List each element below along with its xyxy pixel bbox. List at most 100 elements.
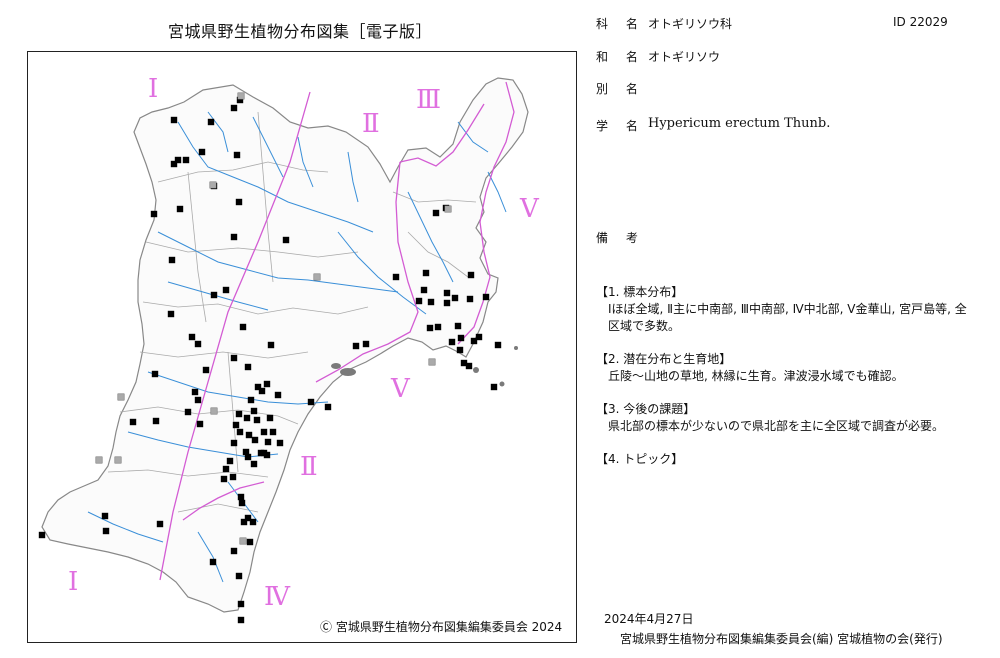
potential-distribution-marker: [239, 537, 247, 545]
specimen-marker: [457, 334, 465, 342]
region-boundaries: [159, 81, 515, 581]
potential-distribution-marker: [428, 358, 436, 366]
municipal-boundaries: [107, 111, 477, 513]
note-specimen-distribution: 【1. 標本分布】 Ⅰほぼ全域, Ⅱ主に中南部, Ⅲ中南部, Ⅳ中北部, Ⅴ金華…: [596, 284, 976, 335]
specimen-marker: [456, 346, 464, 354]
specimen-marker: [235, 410, 243, 418]
specimen-marker: [176, 205, 184, 213]
specimen-marker: [253, 416, 261, 424]
map-title: 宮城県野生植物分布図集［電子版］: [167, 22, 432, 41]
potential-distribution-marker: [117, 393, 125, 401]
specimen-marker: [243, 414, 251, 422]
potential-distribution-marker: [210, 407, 218, 415]
specimen-marker: [266, 414, 274, 422]
specimen-marker: [239, 323, 247, 331]
specimen-marker: [482, 293, 490, 301]
specimen-marker: [230, 104, 238, 112]
japanese-name-label: 和 名: [596, 50, 645, 64]
specimen-marker: [432, 209, 440, 217]
distribution-map: Ⅰ Ⅱ Ⅲ Ⅴ Ⅴ Ⅱ Ⅰ Ⅳ Ⓒ 宮城県野生植物分布図集編集委員会 2024: [27, 51, 577, 643]
region-label-v-south: Ⅴ: [391, 374, 410, 404]
specimen-marker: [209, 558, 217, 566]
specimen-marker: [236, 96, 244, 104]
specimen-marker: [443, 299, 451, 307]
specimen-marker: [168, 256, 176, 264]
specimen-marker: [362, 340, 370, 348]
map-canvas: [38, 77, 529, 624]
specimen-marker: [247, 396, 255, 404]
specimen-marker: [207, 118, 215, 126]
specimen-marker: [232, 421, 240, 429]
specimen-marker: [240, 518, 248, 526]
note-body: 丘陵～山地の草地, 林縁に生育。津波浸水域でも確認。: [608, 369, 904, 383]
coastal-islands: [331, 346, 518, 387]
family-value: オトギリソウ科: [648, 17, 733, 31]
specimen-marker: [324, 403, 332, 411]
specimen-marker: [264, 438, 272, 446]
rivers: [87, 111, 507, 583]
specimen-marker: [245, 431, 253, 439]
specimen-marker: [230, 439, 238, 447]
specimen-marker: [194, 396, 202, 404]
specimen-marker: [244, 453, 252, 461]
specimen-marker: [307, 398, 315, 406]
specimen-marker: [475, 333, 483, 341]
specimen-marker: [238, 499, 246, 507]
specimen-marker: [470, 337, 478, 345]
specimen-marker: [490, 383, 498, 391]
specimen-marker: [274, 391, 282, 399]
specimen-marker: [226, 457, 234, 465]
specimen-marker: [427, 298, 435, 306]
specimen-marker: [237, 493, 245, 501]
remarks-label: 備 考: [596, 231, 645, 245]
specimen-marker: [230, 354, 238, 362]
region-label-ii-north: Ⅱ: [362, 109, 380, 139]
specimen-marker: [467, 271, 475, 279]
specimen-marker: [237, 600, 245, 608]
potential-distribution-marker: [444, 205, 452, 213]
specimen-marker: [263, 380, 271, 388]
specimen-marker: [250, 460, 258, 468]
potential-distribution-marker: [237, 92, 245, 100]
specimen-marker: [494, 341, 502, 349]
specimen-marker: [246, 538, 254, 546]
specimen-marker: [448, 338, 456, 346]
note-heading: 【1. 標本分布】: [596, 285, 684, 299]
specimen-marker: [222, 465, 230, 473]
specimen-marker: [260, 428, 268, 436]
specimen-marker: [454, 322, 462, 330]
specimen-marker: [196, 420, 204, 428]
specimen-marker: [242, 448, 250, 456]
note-topic: 【4. トピック】: [596, 451, 976, 468]
specimen-marker: [156, 520, 164, 528]
specimen-marker: [269, 428, 277, 436]
specimen-marker: [236, 428, 244, 436]
specimen-marker: [188, 333, 196, 341]
specimen-marker: [235, 572, 243, 580]
note-body: Ⅰほぼ全域, Ⅱ主に中南部, Ⅲ中南部, Ⅳ中北部, Ⅴ金華山, 宮戸島等, 全…: [608, 302, 967, 333]
specimen-marker: [267, 341, 275, 349]
specimen-marker: [282, 236, 290, 244]
specimen-marker: [229, 473, 237, 481]
specimen-marker: [102, 527, 110, 535]
specimen-marker: [101, 512, 109, 520]
specimen-marker: [237, 616, 245, 624]
region-label-iv: Ⅳ: [264, 582, 290, 612]
specimen-marker: [466, 295, 474, 303]
specimen-marker: [170, 116, 178, 124]
specimen-marker: [38, 531, 46, 539]
specimen-marker: [170, 160, 178, 168]
specimen-marker: [167, 310, 175, 318]
specimen-marker: [151, 370, 159, 378]
note-heading: 【2. 潜在分布と生育地】: [596, 352, 732, 366]
specimen-marker: [222, 286, 230, 294]
specimen-marker: [415, 297, 423, 305]
region-label-v-east: Ⅴ: [520, 194, 539, 224]
specimen-marker: [422, 269, 430, 277]
specimen-marker: [233, 151, 241, 159]
alias-label: 別 名: [596, 82, 645, 96]
note-heading: 【3. 今後の課題】: [596, 402, 696, 416]
specimen-marker: [276, 439, 284, 447]
specimen-marker: [258, 387, 266, 395]
publisher: 宮城県野生植物分布図集編集委員会(編) 宮城植物の会(発行): [620, 632, 943, 646]
